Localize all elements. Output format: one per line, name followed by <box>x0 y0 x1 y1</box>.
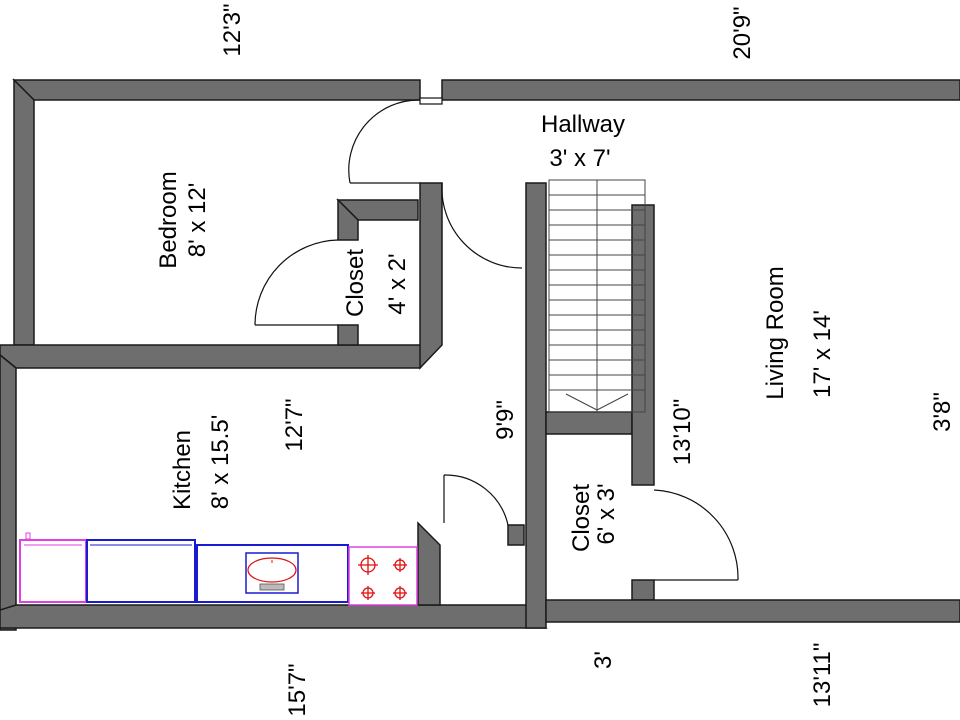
dim-stair-wall: 13'10" <box>669 399 696 466</box>
bedroom-closet-name: Closet <box>342 249 369 317</box>
top-wall-right <box>441 79 960 101</box>
hall-closet-size: 6' x 3' <box>593 483 620 544</box>
top-wall-left <box>12 79 421 101</box>
bedroom-right-wall <box>419 182 443 370</box>
kitchen-bottom-wall <box>0 604 548 629</box>
stove <box>348 546 418 606</box>
closet-left-stub <box>337 324 359 346</box>
bedroom-door-leaf <box>419 97 443 105</box>
dim-living-right: 3'8" <box>929 392 956 432</box>
closet-door-stub <box>631 579 655 601</box>
living-room-size: 17' x 14' <box>809 310 836 398</box>
kitchen-door-jamb <box>417 521 441 606</box>
kitchen-counters <box>19 532 418 606</box>
kitchen-door-swing <box>443 474 509 526</box>
dim-bottom-left: 15'7" <box>284 663 311 716</box>
bedroom-size: 8' x 12' <box>184 183 211 258</box>
closet-left-wall <box>337 198 359 241</box>
dim-top-right: 20'9" <box>729 6 756 59</box>
living-room-name: Living Room <box>762 266 789 399</box>
hall-center-wall <box>525 182 547 629</box>
kitchen-left-wall <box>0 354 17 631</box>
hallway-size: 3' x 7' <box>549 145 610 172</box>
bedroom-left-wall <box>13 78 35 346</box>
dim-bottom-right: 13'11" <box>809 643 836 708</box>
kitchen-size: 8' x 15.5' <box>207 415 234 510</box>
bedroom-closet-size: 4' x 2' <box>384 253 411 314</box>
living-bottom-wall <box>545 599 960 623</box>
bedroom-name: Bedroom <box>155 171 182 268</box>
hallway-name: Hallway <box>541 111 625 138</box>
kitchen-name: Kitchen <box>169 430 196 510</box>
cabinet-pink <box>19 539 87 603</box>
hall-closet-door-swing <box>653 489 739 581</box>
cabinet-blue-1 <box>86 539 196 603</box>
kitchen-door-stub <box>507 524 525 546</box>
dim-kitchen-inner: 12'7" <box>281 398 308 451</box>
bedroom-door-swing <box>348 99 421 184</box>
hall-closet-name: Closet <box>568 484 595 552</box>
stair-landing-wall <box>545 411 633 435</box>
dim-top-left: 12'3" <box>219 3 246 56</box>
hallway-door-swing <box>441 182 523 269</box>
dim-hall-wall: 9'9" <box>492 400 519 440</box>
staircase <box>548 179 646 413</box>
dim-bottom-mid: 3' <box>590 651 617 669</box>
sink-basin-icon <box>247 557 297 583</box>
stove-burners-icon <box>358 555 407 600</box>
bedroom-kitchen-wall <box>0 344 440 369</box>
bedroom-closet-door-swing <box>254 239 339 326</box>
